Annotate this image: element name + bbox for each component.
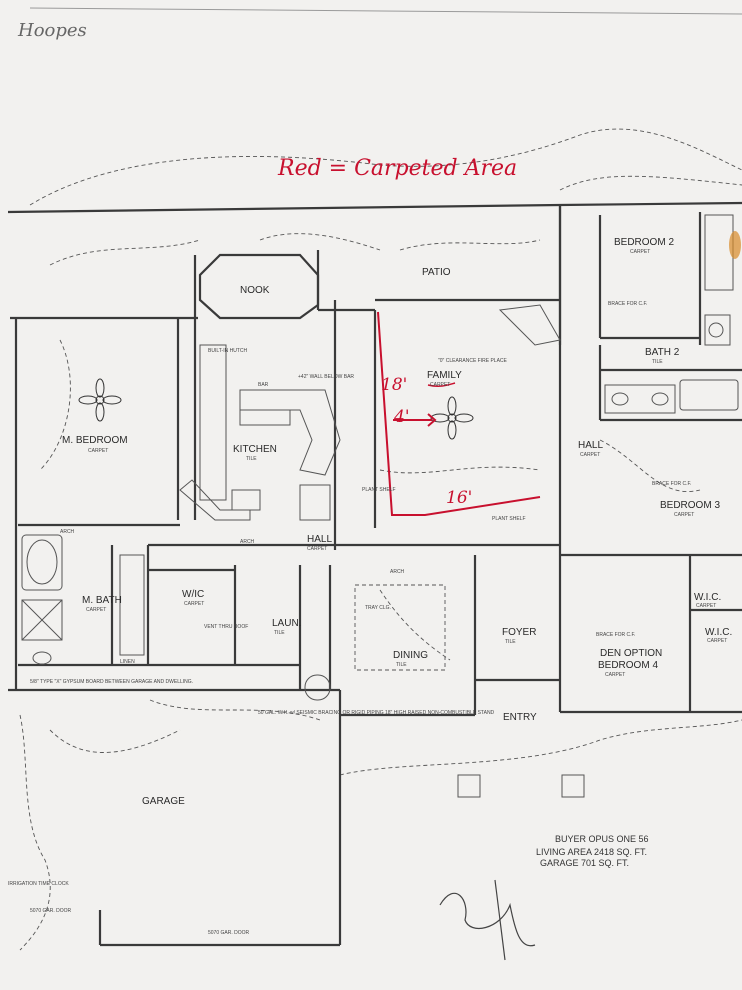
room-m-bedroom-floor: CARPET xyxy=(88,448,108,454)
note-vent-thru-roof: VENT THRU ROOF xyxy=(204,624,248,630)
room-den-bedroom4: BEDROOM 4 xyxy=(598,660,658,671)
note-gypsum: 5/8" TYPE "X" GYPSUM BOARD BETWEEN GARAG… xyxy=(30,679,193,685)
room-bath2: BATH 2 xyxy=(645,347,680,358)
legend-label: Red = Carpeted Area xyxy=(277,156,517,181)
room-m-bedroom: M. BEDROOM xyxy=(62,435,128,446)
paper-stain xyxy=(729,231,741,259)
room-bedroom3: BEDROOM 3 xyxy=(660,500,720,511)
room-bedroom3-floor: CARPET xyxy=(674,512,694,518)
room-den: DEN OPTION xyxy=(600,648,662,659)
room-wic-right2: W.I.C. xyxy=(705,627,732,638)
note-brace-den: BRACE FOR C.F. xyxy=(596,632,635,638)
room-wic-master-floor: CARPET xyxy=(184,601,204,607)
room-hall-center: HALL xyxy=(307,534,332,545)
signature-scribble xyxy=(439,892,536,947)
room-garage: GARAGE xyxy=(142,796,185,807)
electrical-circuits xyxy=(39,233,701,753)
note-bar: BAR xyxy=(258,382,269,388)
note-garage-door-1: 5070 GAR. DOOR xyxy=(30,908,72,914)
bath2-fixtures xyxy=(604,314,739,414)
note-arch-1: ARCH xyxy=(60,529,75,535)
room-laun-floor: TILE xyxy=(274,630,285,636)
note-plant-shelf-2: PLANT SHELF xyxy=(362,487,396,493)
tray-ceiling xyxy=(354,584,446,671)
note-built-in-hutch: BUILT-IN HUTCH xyxy=(208,348,247,354)
room-m-bath-floor: CARPET xyxy=(86,607,106,613)
note-plant-shelf: PLANT SHELF xyxy=(492,516,526,522)
room-entry: ENTRY xyxy=(503,712,537,723)
water-heater xyxy=(304,674,331,701)
room-bedroom2-floor: CARPET xyxy=(630,249,650,255)
dim-18-label: 18' xyxy=(381,375,407,395)
hoopes-label: Hoopes xyxy=(17,20,87,41)
room-wic-right1-floor: CARPET xyxy=(696,603,716,609)
master-bath-fixtures xyxy=(21,534,145,665)
note-irrigation: IRRIGATION TIME CLOCK xyxy=(8,881,69,887)
note-brace-bedroom3: BRACE FOR C.F. xyxy=(652,481,691,487)
room-wic-right2-floor: CARPET xyxy=(707,638,727,644)
note-water-heater: 50 GAL. W.H. w/ SEISMIC BRACING OR RIGID… xyxy=(258,710,495,716)
room-patio: PATIO xyxy=(422,267,451,278)
entry-paver-left xyxy=(457,774,481,798)
landscape-dash-w xyxy=(19,714,51,951)
signature-stroke xyxy=(494,879,506,961)
room-family-floor: CARPET xyxy=(430,382,450,388)
note-arch-2: ARCH xyxy=(240,539,255,545)
paper-top-edge xyxy=(29,7,742,15)
exterior-walls xyxy=(7,201,742,947)
room-kitchen: KITCHEN xyxy=(233,444,277,455)
room-family: FAMILY xyxy=(427,370,462,381)
room-laun: LAUN. xyxy=(272,618,301,629)
room-dining-floor: TILE xyxy=(396,662,407,668)
note-buyer: BUYER OPUS ONE 56 xyxy=(555,834,649,844)
note-living-area: LIVING AREA 2418 SQ. FT. xyxy=(536,847,647,857)
note-tray-clg: TRAY CLG. xyxy=(365,605,391,611)
note-brace-bedroom2: BRACE FOR C.F. xyxy=(608,301,647,307)
room-linen: LINEN xyxy=(120,659,135,665)
room-nook: NOOK xyxy=(240,285,270,296)
note-fireplace: "0" CLEARANCE FIRE PLACE xyxy=(438,358,508,364)
room-hall-center-floor: CARPET xyxy=(307,546,327,552)
room-den-floor: CARPET xyxy=(605,672,625,678)
room-hall-right: HALL xyxy=(578,440,603,451)
interior-walls xyxy=(18,212,742,712)
landscape-dash-ne xyxy=(559,175,742,191)
note-wall-below-bar: +42" WALL BELOW BAR xyxy=(298,374,354,380)
nook-bay xyxy=(198,253,320,320)
entry-paver-right xyxy=(561,774,585,798)
room-kitchen-floor: TILE xyxy=(246,456,257,462)
ceiling-fan-family xyxy=(430,396,474,440)
room-bedroom2: BEDROOM 2 xyxy=(614,237,674,248)
kitchen-counters xyxy=(179,344,341,521)
note-garage-door-2: 5070 GAR. DOOR xyxy=(208,930,250,936)
room-wic-right1: W.I.C. xyxy=(694,592,721,603)
room-hall-right-floor: CARPET xyxy=(580,452,600,458)
room-wic-master: W/IC xyxy=(182,589,204,600)
room-dining: DINING xyxy=(393,650,428,661)
landscape-dash-s xyxy=(339,719,742,776)
note-arch-3: ARCH xyxy=(390,569,405,575)
dim-16-label: 16' xyxy=(446,488,472,508)
bedroom2-closet xyxy=(704,214,734,291)
room-bath2-floor: TILE xyxy=(652,359,663,365)
room-foyer-floor: TILE xyxy=(505,639,516,645)
ceiling-fan-master xyxy=(78,378,122,422)
fireplace xyxy=(498,304,561,346)
carpet-area-markup xyxy=(377,311,541,516)
dim-4-label: 4' xyxy=(393,407,410,427)
room-m-bath: M. BATH xyxy=(82,595,122,606)
room-foyer: FOYER xyxy=(502,627,536,638)
note-garage-area: GARAGE 701 SQ. FT. xyxy=(540,858,629,868)
